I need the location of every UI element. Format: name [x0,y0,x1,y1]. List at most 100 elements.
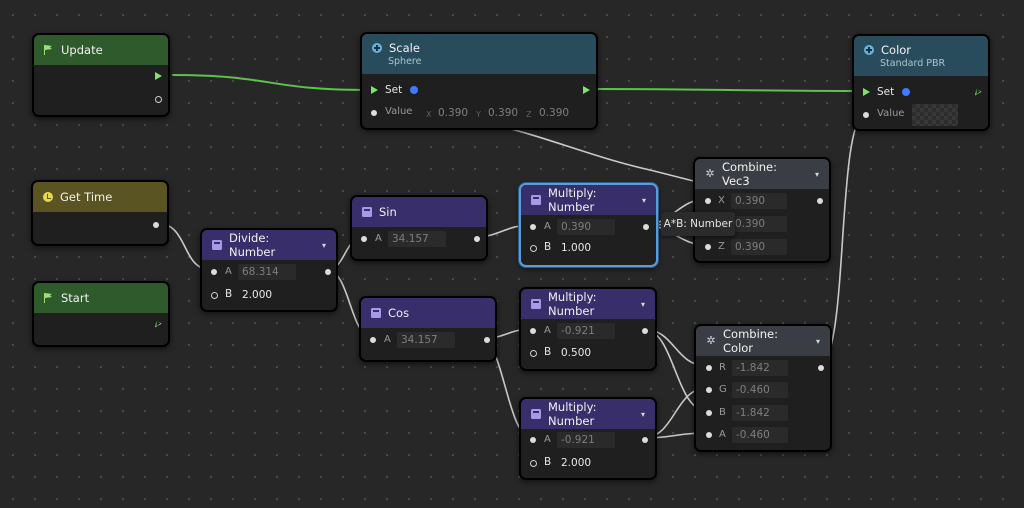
node-cos-header[interactable]: Cos [361,298,495,328]
output-port[interactable] [643,224,649,230]
node-get-time-header[interactable]: Get Time [33,182,167,212]
input-port-a[interactable] [530,224,536,230]
input-port-b[interactable] [530,460,537,467]
input-value-b[interactable]: 2.000 [242,289,273,301]
input-port-a[interactable] [530,328,536,334]
input-port-a[interactable] [211,269,217,275]
chevron-down-icon[interactable]: ▾ [640,299,645,309]
output-port[interactable] [155,96,162,103]
input-value-a[interactable]: 68.314 [238,264,296,280]
node-subtitle: Standard PBR [880,58,946,69]
value-label: Value [385,106,413,117]
input-label-a: A [544,434,551,445]
output-port[interactable] [642,437,648,443]
output-port[interactable] [325,269,331,275]
input-value-b[interactable]: 2.000 [561,457,592,469]
exec-input-port[interactable] [371,86,378,94]
input-label-b: B [544,346,552,358]
input-port-b[interactable] [706,410,712,416]
node-multiply-3[interactable]: Multiply: Number ▾ A -0.921 B 2.000 [519,397,657,480]
input-port-b[interactable] [530,350,537,357]
chevron-down-icon[interactable]: ▾ [814,169,819,179]
input-port-z[interactable] [705,244,711,250]
input-port-a[interactable] [530,437,536,443]
input-port-g[interactable] [706,387,712,393]
x-value[interactable]: 0.390 [438,107,469,119]
input-label-x: X [718,195,725,206]
input-port-a[interactable] [361,236,367,242]
node-multiply-header[interactable]: Multiply: Number ▾ [521,185,656,215]
input-value-a[interactable]: -0.921 [557,432,615,448]
chevron-down-icon[interactable]: ▾ [640,409,645,419]
node-color-header[interactable]: Color Standard PBR [854,36,988,76]
node-sin[interactable]: Sin A 34.157 [350,195,488,261]
input-value-a[interactable]: 0.390 [557,219,615,235]
flag-icon [44,45,54,55]
input-port-r[interactable] [706,365,712,371]
input-port-value[interactable] [863,112,869,118]
node-multiply-header[interactable]: Multiply: Number ▾ [521,289,655,319]
node-start[interactable]: Start [32,281,170,347]
input-port-a[interactable] [706,432,712,438]
output-port[interactable] [474,236,480,242]
node-combine-color-header[interactable]: ✲ Combine: Color ▾ [696,326,830,356]
node-scale-header[interactable]: Scale Sphere [362,34,596,74]
node-multiply-1[interactable]: Multiply: Number ▾ A 0.390 B 1.000 [519,183,658,267]
node-divide[interactable]: Divide: Number ▾ A 68.314 B 2.000 [200,228,338,312]
flag-icon [44,293,54,303]
exec-input-port[interactable] [863,88,870,96]
chevron-down-icon[interactable]: ▾ [641,195,646,205]
input-value-r[interactable]: -1.842 [732,360,788,376]
input-port-b[interactable] [211,292,218,299]
exec-output-port[interactable] [155,320,162,328]
color-swatch[interactable] [912,104,958,126]
output-port[interactable] [484,337,490,343]
input-value-y[interactable]: 0.390 [731,216,787,232]
input-value-g[interactable]: -0.460 [732,382,788,398]
z-value[interactable]: 0.390 [539,107,570,119]
node-combine-vec3[interactable]: ✲ Combine: Vec3 ▾ X 0.390 Y 0.390 Z 0.39… [693,157,831,263]
input-value-a[interactable]: -0.460 [732,427,788,443]
node-multiply-2[interactable]: Multiply: Number ▾ A -0.921 B 0.500 [519,287,657,371]
output-port[interactable] [153,222,159,228]
node-multiply-header[interactable]: Multiply: Number ▾ [521,399,655,429]
input-value-b[interactable]: -1.842 [732,405,788,421]
input-value-a[interactable]: 34.157 [397,332,455,348]
node-get-time[interactable]: Get Time [31,180,169,246]
exec-output-port[interactable] [583,86,590,94]
input-value-a[interactable]: -0.921 [557,323,615,339]
input-value-a[interactable]: 34.157 [388,231,446,247]
input-value-x[interactable]: 0.390 [731,193,787,209]
node-divide-header[interactable]: Divide: Number ▾ [202,230,336,260]
node-sin-header[interactable]: Sin [352,197,486,227]
gear-icon: ✲ [706,334,716,347]
output-tooltip: A*B: Number [661,212,735,236]
input-port-b[interactable] [530,245,537,252]
node-scale[interactable]: Scale Sphere Set Value X 0.390 Y 0.390 Z… [360,32,598,130]
chevron-down-icon[interactable]: ▾ [815,336,820,346]
node-color[interactable]: Color Standard PBR Set Value [852,34,990,131]
input-value-z[interactable]: 0.390 [731,239,787,255]
exec-output-port[interactable] [155,72,162,80]
exec-output-port[interactable] [975,88,982,96]
node-update-header[interactable]: Update [34,35,168,65]
z-label: Z [526,110,532,119]
node-combine-vec3-header[interactable]: ✲ Combine: Vec3 ▾ [695,159,829,189]
input-port-value[interactable] [371,110,377,116]
node-start-header[interactable]: Start [34,283,168,313]
clock-icon [43,192,53,202]
node-title: Start [61,291,90,305]
output-port[interactable] [817,198,823,204]
node-combine-color[interactable]: ✲ Combine: Color ▾ R -1.842 G -0.460 B -… [694,324,832,452]
node-cos[interactable]: Cos A 34.157 [359,296,497,362]
input-value-b[interactable]: 1.000 [561,242,592,254]
node-update[interactable]: Update [32,33,170,117]
output-port[interactable] [818,365,824,371]
input-port-a[interactable] [370,337,376,343]
input-label-b: B [225,288,233,300]
input-value-b[interactable]: 0.500 [561,347,592,359]
y-value[interactable]: 0.390 [488,107,519,119]
chevron-down-icon[interactable]: ▾ [321,240,326,250]
output-port[interactable] [642,328,648,334]
input-port-x[interactable] [705,198,711,204]
